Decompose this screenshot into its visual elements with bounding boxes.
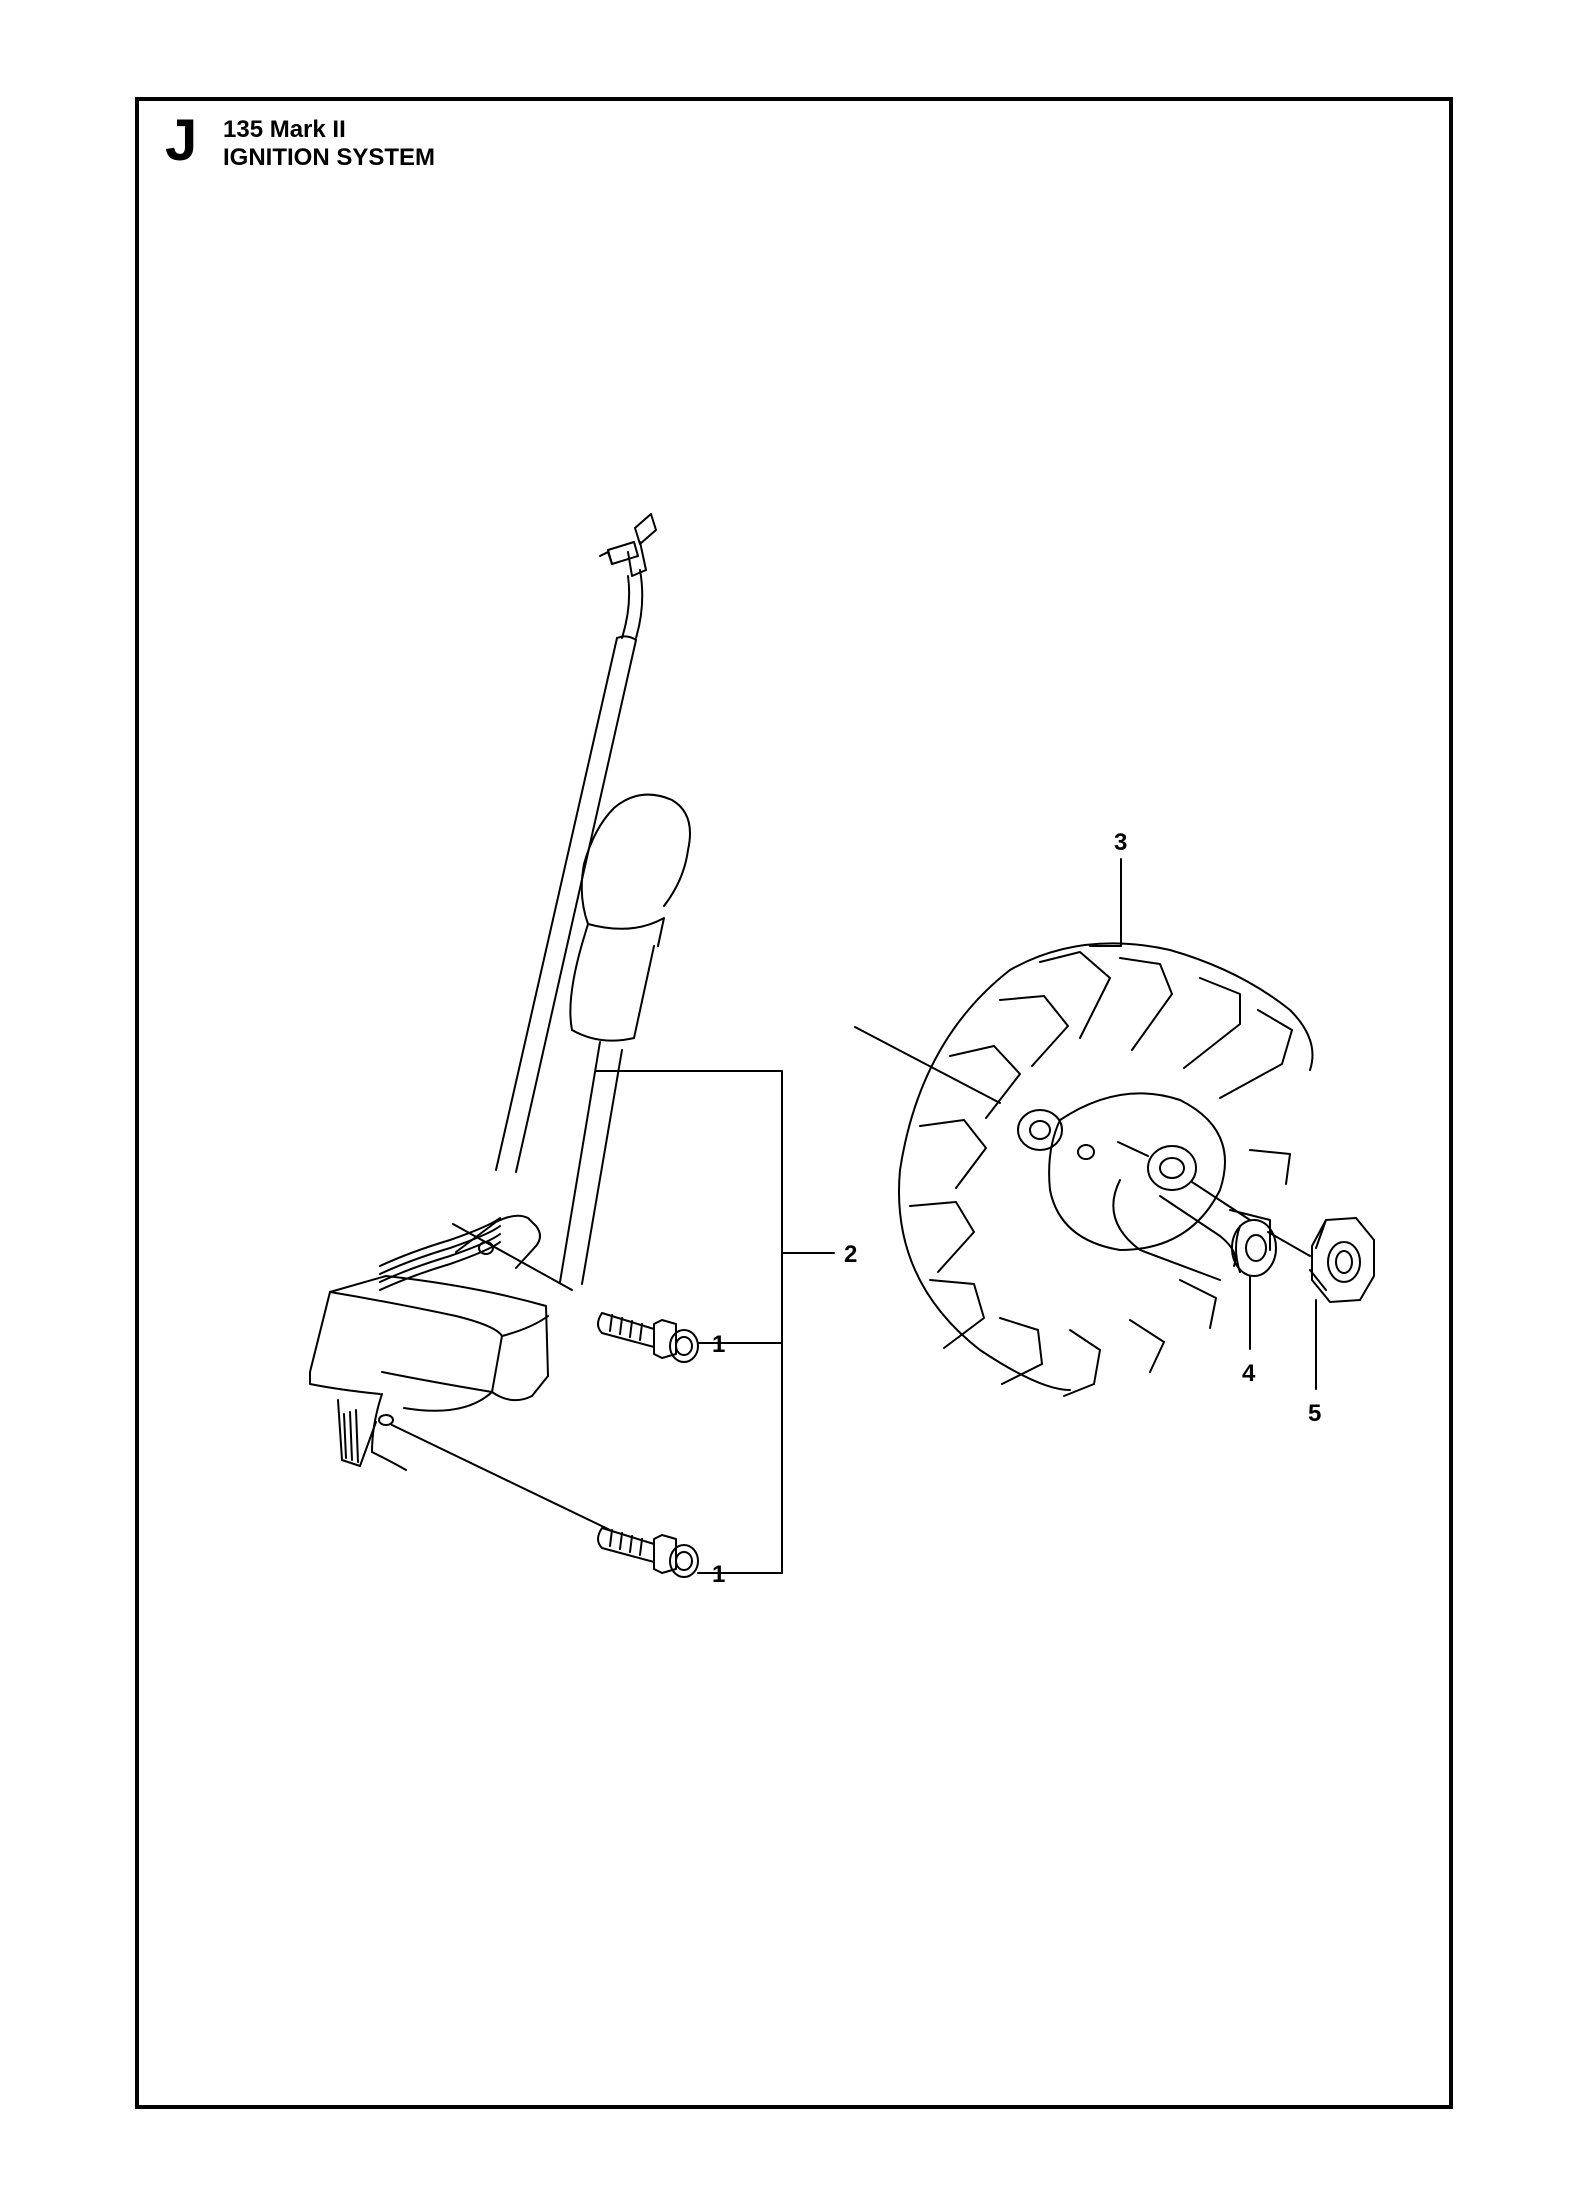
callout-1-upper: 1	[712, 1331, 725, 1358]
callout-1-lower: 1	[712, 1561, 725, 1588]
section-title: IGNITION SYSTEM	[223, 144, 436, 171]
callout-3: 3	[1114, 829, 1127, 856]
callout-4: 4	[1242, 1360, 1256, 1387]
screw-upper-illustration	[597, 1312, 699, 1363]
screw-lower-illustration	[597, 1527, 699, 1578]
flywheel-illustration	[854, 942, 1314, 1397]
leader-lines	[595, 858, 1317, 1574]
callout-2: 2	[844, 1241, 857, 1268]
model-name: 135 Mark II	[223, 116, 346, 143]
nut-illustration	[1309, 1217, 1375, 1303]
ignition-module-illustration	[309, 513, 691, 1531]
page-frame	[135, 97, 1453, 2109]
callout-5: 5	[1308, 1400, 1321, 1427]
washer-illustration	[1231, 1219, 1277, 1277]
section-letter: J	[165, 108, 198, 173]
